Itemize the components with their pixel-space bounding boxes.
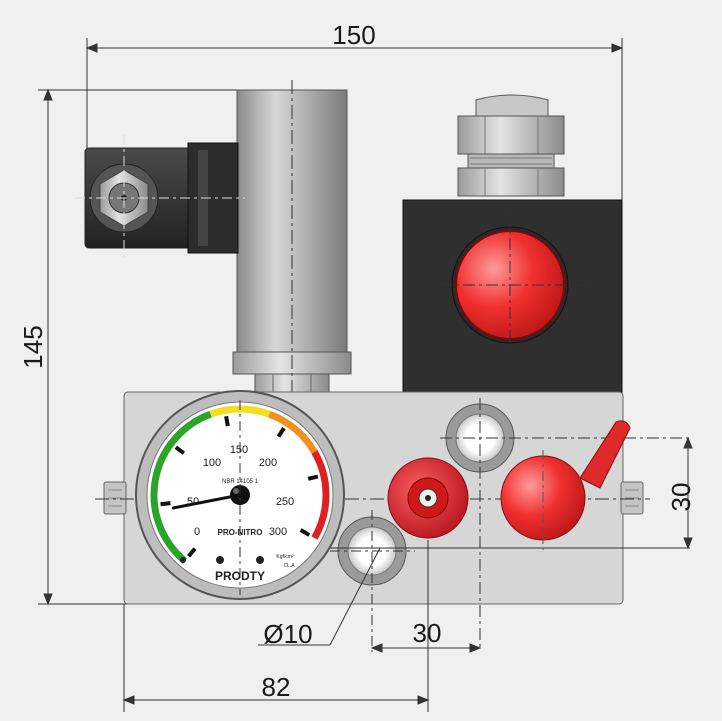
- gauge-tick: [187, 547, 197, 558]
- gauge-tick: [160, 501, 171, 507]
- gauge-label-300: 300: [269, 526, 287, 538]
- coil-connector: [75, 135, 245, 260]
- dimension-height: [38, 88, 240, 606]
- gauge-label-250: 250: [276, 496, 294, 508]
- gauge-class: CL.A: [283, 563, 295, 569]
- dimension-hole-spacing-vertical: [683, 436, 693, 550]
- red-port: [387, 457, 469, 539]
- cable-gland: [457, 94, 565, 197]
- port-hole-bottom: [330, 510, 690, 652]
- port-hole-top: [440, 398, 690, 650]
- gauge-arc-green: [150, 410, 212, 564]
- gauge-tick: [276, 427, 286, 438]
- gauge-label-0: 0: [194, 526, 200, 538]
- gauge-tick: [224, 415, 230, 427]
- gauge-unit: Kgf/cm²: [276, 554, 294, 560]
- gauge-arc-orange: [268, 410, 318, 454]
- dimension-hole-spacing-vertical-label: 30: [666, 483, 696, 512]
- gauge-tick: [307, 474, 319, 481]
- pressure-gauge: 0 50 100 150 200 250 300 NBR 14105 1 PRO…: [135, 390, 345, 600]
- dimension-width: [85, 38, 624, 200]
- solenoid-cylinder: [232, 80, 352, 400]
- valve-block: [402, 199, 623, 399]
- gauge-label-200: 200: [259, 457, 277, 469]
- gauge-label-100: 100: [203, 457, 221, 469]
- gauge-ticks: [160, 415, 319, 558]
- dimension-hole-spacing-horizontal-label: 30: [413, 618, 442, 648]
- dimension-gauge-offset: [122, 540, 430, 712]
- gauge-tick: [174, 445, 186, 455]
- dimension-hole-diameter-leader: [258, 547, 381, 646]
- dimension-width-label: 150: [332, 20, 375, 50]
- gauge-tick: [299, 528, 311, 537]
- dimension-height-label: 145: [18, 325, 48, 368]
- gauge-arc-red: [311, 450, 330, 540]
- red-handle-valve: [500, 420, 631, 550]
- dimension-hole-diameter-label: Ø10: [263, 619, 312, 649]
- dimension-hole-spacing-horizontal: [370, 643, 482, 653]
- gauge-standard: NBR 14105 1: [222, 479, 259, 485]
- dimension-gauge-offset-label: 82: [262, 672, 291, 702]
- gauge-label-150: 150: [230, 444, 248, 456]
- gauge-needle: [171, 493, 242, 510]
